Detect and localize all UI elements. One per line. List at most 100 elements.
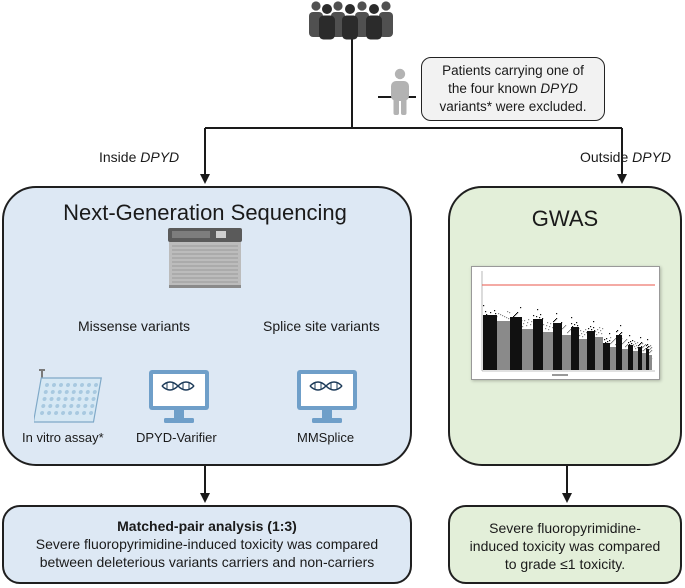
manhattan-point bbox=[596, 334, 598, 336]
dpyd-varifier-label: DPYD-Varifier bbox=[136, 430, 217, 445]
manhattan-point bbox=[579, 335, 581, 337]
manhattan-point bbox=[572, 326, 574, 328]
manhattan-point bbox=[650, 345, 652, 347]
manhattan-point bbox=[622, 343, 624, 345]
manhattan-point bbox=[647, 344, 649, 346]
manhattan-point bbox=[582, 342, 584, 344]
manhattan-point bbox=[503, 323, 505, 325]
manhattan-point bbox=[641, 342, 643, 344]
manhattan-column bbox=[543, 332, 553, 370]
manhattan-point bbox=[648, 352, 650, 354]
manhattan-point bbox=[555, 319, 557, 321]
manhattan-point bbox=[641, 346, 643, 348]
manhattan-point bbox=[612, 349, 614, 351]
manhattan-point bbox=[630, 341, 632, 343]
manhattan-point bbox=[537, 309, 539, 311]
manhattan-point bbox=[650, 351, 652, 353]
manhattan-point bbox=[629, 335, 631, 337]
manhattan-point bbox=[580, 330, 582, 332]
manhattan-point bbox=[534, 322, 536, 324]
manhattan-point bbox=[563, 327, 565, 329]
manhattan-point bbox=[651, 350, 653, 352]
manhattan-point bbox=[643, 346, 645, 348]
splice-site-variants-label: Splice site variants bbox=[263, 318, 380, 334]
manhattan-point bbox=[640, 347, 642, 349]
gwas-outcome-line3: to grade ≤1 toxicity. bbox=[504, 556, 626, 572]
manhattan-point bbox=[525, 331, 527, 333]
manhattan-column bbox=[562, 335, 571, 370]
manhattan-point bbox=[530, 324, 532, 326]
manhattan-point bbox=[650, 348, 652, 350]
manhattan-point bbox=[574, 324, 576, 326]
manhattan-point bbox=[607, 341, 609, 343]
manhattan-point bbox=[535, 319, 537, 321]
manhattan-point bbox=[500, 314, 502, 316]
manhattan-point bbox=[644, 349, 646, 351]
manhattan-point bbox=[640, 337, 642, 339]
manhattan-point bbox=[613, 340, 615, 342]
in-vitro-assay-label: In vitro assay* bbox=[22, 430, 104, 445]
manhattan-point bbox=[494, 310, 496, 312]
manhattan-point bbox=[524, 320, 526, 322]
manhattan-column bbox=[497, 321, 510, 370]
manhattan-point bbox=[590, 326, 592, 328]
manhattan-point bbox=[510, 319, 512, 321]
manhattan-point bbox=[592, 332, 594, 334]
manhattan-point bbox=[486, 314, 488, 316]
manhattan-column bbox=[633, 351, 638, 370]
manhattan-point bbox=[636, 354, 638, 356]
manhattan-point bbox=[631, 348, 633, 350]
inside-dpyd-label: Inside DPYD bbox=[99, 149, 180, 165]
manhattan-point bbox=[639, 344, 641, 346]
manhattan-point bbox=[558, 325, 560, 327]
manhattan-point bbox=[587, 333, 589, 335]
manhattan-point bbox=[567, 337, 569, 339]
manhattan-point bbox=[630, 346, 632, 348]
manhattan-point bbox=[634, 346, 636, 348]
manhattan-point bbox=[527, 322, 529, 324]
manhattan-point bbox=[598, 332, 600, 334]
mmsplice-label: MMSplice bbox=[297, 430, 355, 445]
manhattan-point bbox=[601, 333, 603, 335]
manhattan-point bbox=[639, 348, 641, 350]
manhattan-point bbox=[521, 320, 523, 322]
manhattan-point bbox=[621, 338, 623, 340]
manhattan-point bbox=[556, 313, 558, 315]
manhattan-point bbox=[628, 347, 630, 349]
manhattan-point bbox=[567, 332, 569, 334]
manhattan-point bbox=[545, 328, 547, 330]
manhattan-point bbox=[502, 315, 504, 317]
manhattan-point bbox=[556, 318, 558, 320]
manhattan-point bbox=[623, 342, 625, 344]
ngs-outcome-title: Matched-pair analysis (1:3) bbox=[117, 518, 297, 534]
outside-dpyd-label: Outside DPYD bbox=[580, 149, 672, 165]
manhattan-point bbox=[609, 333, 611, 335]
manhattan-point bbox=[576, 330, 578, 332]
manhattan-point bbox=[601, 339, 603, 341]
manhattan-point bbox=[569, 330, 571, 332]
manhattan-point bbox=[627, 344, 629, 346]
manhattan-point bbox=[491, 315, 493, 317]
manhattan-point bbox=[615, 338, 617, 340]
exclusion-note-line2: the four known DPYD bbox=[448, 81, 578, 96]
manhattan-point bbox=[516, 313, 518, 315]
manhattan-point bbox=[643, 356, 645, 358]
manhattan-point bbox=[600, 330, 602, 332]
manhattan-point bbox=[604, 346, 606, 348]
manhattan-point bbox=[602, 328, 604, 330]
manhattan-point bbox=[620, 333, 622, 335]
manhattan-point bbox=[564, 326, 566, 328]
manhattan-point bbox=[635, 343, 637, 345]
manhattan-column bbox=[642, 353, 646, 370]
manhattan-point bbox=[540, 314, 542, 316]
excluded-patient-icon bbox=[391, 68, 409, 115]
gwas-panel-title: GWAS bbox=[531, 206, 599, 231]
manhattan-point bbox=[507, 311, 509, 313]
manhattan-point bbox=[541, 321, 543, 323]
manhattan-point bbox=[616, 331, 618, 333]
patient-group-icon bbox=[309, 1, 393, 40]
ngs-outcome-box: Matched-pair analysis (1:3) Severe fluor… bbox=[2, 505, 412, 584]
manhattan-point bbox=[487, 317, 489, 319]
manhattan-point bbox=[646, 348, 648, 350]
manhattan-point bbox=[614, 339, 616, 341]
